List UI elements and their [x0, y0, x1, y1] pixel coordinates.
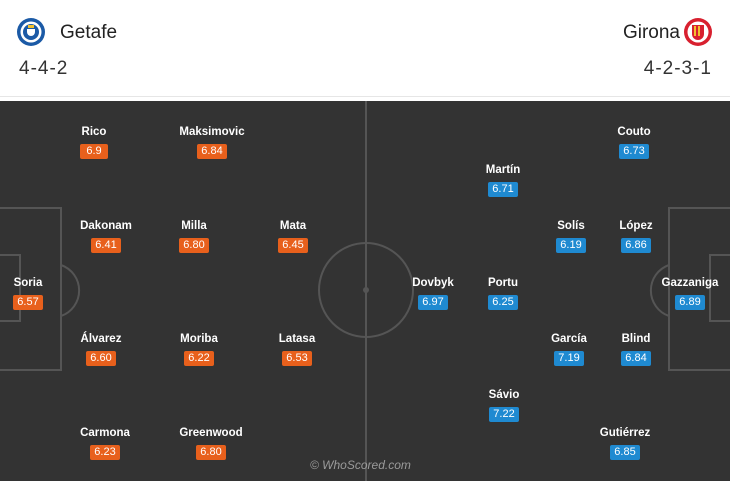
player-rating: 6.84 — [621, 351, 651, 366]
player-rating: 6.86 — [621, 238, 651, 253]
player-away-savio[interactable]: Sávio 7.22 — [459, 388, 549, 422]
player-home-milla[interactable]: Milla 6.80 — [149, 219, 239, 253]
player-name: Carmona — [80, 427, 130, 439]
player-name: Moriba — [180, 333, 218, 345]
player-name: Sávio — [488, 389, 520, 401]
match-header: Getafe 4-4-2 Girona 4-2-3-1 — [0, 0, 730, 97]
player-away-portu[interactable]: Portu 6.25 — [458, 276, 548, 310]
player-rating: 6.45 — [278, 238, 308, 253]
player-name: Álvarez — [80, 333, 122, 345]
whoscored-watermark: © WhoScored.com — [310, 458, 411, 472]
player-home-soria[interactable]: Soria 6.57 — [0, 276, 73, 310]
player-name: Dakonam — [80, 220, 132, 232]
player-rating: 6.84 — [197, 144, 227, 159]
player-rating: 6.25 — [488, 295, 518, 310]
away-team-name: Girona — [622, 22, 680, 43]
girona-crest-icon — [684, 18, 712, 46]
player-rating: 6.80 — [196, 445, 226, 460]
player-rating: 6.71 — [488, 182, 518, 197]
player-name: Rico — [81, 126, 107, 138]
player-away-gutierrez[interactable]: Gutiérrez 6.85 — [580, 426, 670, 460]
player-rating: 6.89 — [675, 295, 705, 310]
player-rating: 6.85 — [610, 445, 640, 460]
player-away-martin[interactable]: Martín 6.71 — [458, 163, 548, 197]
player-home-latasa[interactable]: Latasa 6.53 — [252, 332, 342, 366]
player-rating: 6.23 — [90, 445, 120, 460]
player-home-rico[interactable]: Rico 6.9 — [49, 125, 139, 159]
player-name: Martín — [485, 164, 521, 176]
player-name: Mata — [279, 220, 307, 232]
player-away-lopez[interactable]: López 6.86 — [591, 219, 681, 253]
away-formation: 4-2-3-1 — [643, 58, 712, 79]
player-name: García — [551, 333, 587, 345]
player-name: Milla — [181, 220, 207, 232]
player-name: Blind — [621, 333, 651, 345]
player-name: Couto — [617, 126, 651, 138]
player-home-dakonam[interactable]: Dakonam 6.41 — [61, 219, 151, 253]
player-name: Solís — [557, 220, 585, 232]
player-away-dovbyk[interactable]: Dovbyk 6.97 — [388, 276, 478, 310]
player-away-blind[interactable]: Blind 6.84 — [591, 332, 681, 366]
player-rating: 7.22 — [489, 407, 519, 422]
player-name: Soria — [13, 277, 43, 289]
player-name: López — [619, 220, 653, 232]
player-rating: 6.9 — [80, 144, 108, 159]
player-rating: 6.41 — [91, 238, 121, 253]
player-name: Greenwood — [179, 427, 243, 439]
player-home-alvarez[interactable]: Álvarez 6.60 — [56, 332, 146, 366]
player-rating: 6.19 — [556, 238, 586, 253]
home-formation: 4-4-2 — [19, 58, 69, 79]
player-home-maksimovic[interactable]: Maksimovic 6.84 — [167, 125, 257, 159]
player-rating: 7.19 — [554, 351, 584, 366]
player-home-greenwood[interactable]: Greenwood 6.80 — [166, 426, 256, 460]
player-home-carmona[interactable]: Carmona 6.23 — [60, 426, 150, 460]
getafe-crest-icon — [17, 18, 45, 46]
player-rating: 6.57 — [13, 295, 43, 310]
player-away-gazzaniga[interactable]: Gazzaniga 6.89 — [645, 276, 730, 310]
player-name: Maksimovic — [179, 126, 245, 138]
player-away-couto[interactable]: Couto 6.73 — [589, 125, 679, 159]
player-rating: 6.97 — [418, 295, 448, 310]
player-rating: 6.22 — [184, 351, 214, 366]
player-home-moriba[interactable]: Moriba 6.22 — [154, 332, 244, 366]
pitch: Rico 6.9 Maksimovic 6.84 Dakonam 6.41 Milla… — [0, 101, 730, 481]
player-name: Gazzaniga — [661, 277, 719, 289]
player-rating: 6.73 — [619, 144, 649, 159]
pitch-lines — [0, 101, 730, 481]
player-name: Dovbyk — [412, 277, 454, 289]
player-name: Portu — [487, 277, 519, 289]
player-rating: 6.60 — [86, 351, 116, 366]
player-name: Latasa — [278, 333, 316, 345]
player-rating: 6.53 — [282, 351, 312, 366]
player-rating: 6.80 — [179, 238, 209, 253]
player-home-mata[interactable]: Mata 6.45 — [248, 219, 338, 253]
player-away-solis[interactable]: Solís 6.19 — [526, 219, 616, 253]
home-team-name: Getafe — [60, 22, 118, 43]
player-away-garcia[interactable]: García 7.19 — [524, 332, 614, 366]
player-name: Gutiérrez — [599, 427, 651, 439]
